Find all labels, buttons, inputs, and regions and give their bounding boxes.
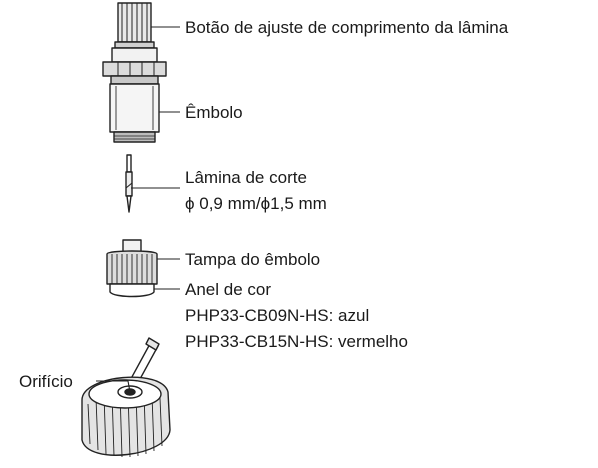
label-plunger: Êmbolo — [185, 103, 243, 122]
leader-lines — [96, 26, 180, 393]
label-hole: Orifício — [19, 372, 73, 391]
label-ring-red: PHP33-CB15N-HS: vermelho — [185, 332, 408, 351]
label-cutting-blade: Lâmina de corte — [185, 168, 307, 187]
label-blade-length-knob: Botão de ajuste de comprimento da lâmina — [185, 18, 509, 37]
label-color-ring: Anel de cor — [185, 280, 271, 299]
plunger-cap — [106, 239, 158, 298]
blade-length-knob — [114, 2, 155, 49]
leader-hole — [96, 380, 131, 393]
cutting-blade — [125, 154, 133, 213]
color-ring — [81, 337, 171, 458]
label-plunger-cap: Tampa do êmbolo — [185, 250, 321, 269]
plunger-body — [102, 47, 167, 143]
label-blade-diameter: ϕ 0,9 mm/ϕ1,5 mm — [185, 194, 327, 213]
label-ring-blue: PHP33-CB09N-HS: azul — [185, 306, 370, 325]
